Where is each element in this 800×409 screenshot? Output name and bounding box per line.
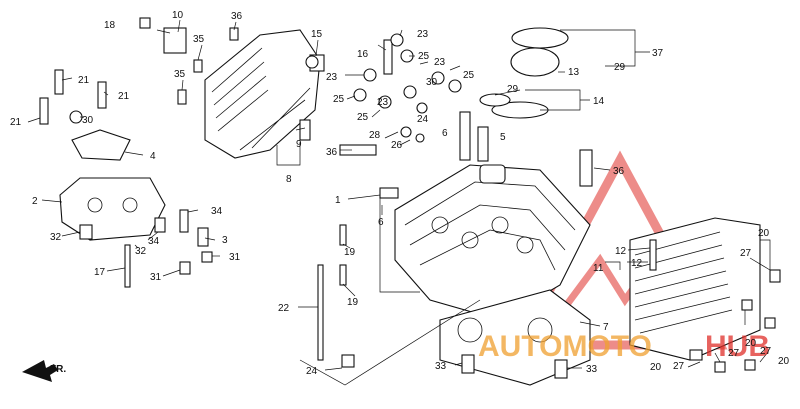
callout: 29 xyxy=(507,84,519,95)
callout: 23 xyxy=(434,57,446,68)
callout: 8 xyxy=(286,174,292,185)
callout: 20 xyxy=(745,338,757,349)
callout-labels: 18 10 36 35 35 15 23 16 25 23 23 30 25 2… xyxy=(10,10,790,377)
callout: 4 xyxy=(150,151,156,162)
callout: 27 xyxy=(740,248,752,259)
callout: 7 xyxy=(603,322,609,333)
callout: 29 xyxy=(614,62,626,73)
callout: 34 xyxy=(148,236,160,247)
callout: 1 xyxy=(335,195,341,206)
callout: 34 xyxy=(211,206,223,217)
callout: 23 xyxy=(377,97,389,108)
rocker-arm-holder xyxy=(59,177,166,241)
front-direction-arrow-icon: FR. xyxy=(22,360,66,382)
callout: 25 xyxy=(463,70,475,81)
callout: 20 xyxy=(758,228,770,239)
callout: 18 xyxy=(104,20,116,31)
callout: 2 xyxy=(32,196,38,207)
cover-gasket xyxy=(71,129,131,161)
callout: 31 xyxy=(150,272,162,283)
callout: 32 xyxy=(135,246,147,257)
callout: 23 xyxy=(326,72,338,83)
callout: 24 xyxy=(306,366,318,377)
callout: 37 xyxy=(652,48,664,59)
callout: 21 xyxy=(118,91,130,102)
callout: 25 xyxy=(357,112,369,123)
callout: 9 xyxy=(296,139,302,150)
callout: 21 xyxy=(10,117,22,128)
callout: 33 xyxy=(586,364,598,375)
callout: 20 xyxy=(778,356,790,367)
head-gasket xyxy=(439,289,591,386)
callout: 22 xyxy=(278,303,290,314)
callout: 36 xyxy=(326,147,338,158)
callout: 36 xyxy=(231,11,243,22)
direction-label: FR. xyxy=(50,364,66,375)
watermark-text-a: AUTOMOTO xyxy=(478,330,652,363)
callout: 15 xyxy=(311,29,323,40)
callout: 16 xyxy=(357,49,369,60)
callout: 27 xyxy=(760,346,772,357)
leader-lines xyxy=(27,19,771,386)
callout: 12 xyxy=(631,258,643,269)
callout: 35 xyxy=(174,69,186,80)
callout: 35 xyxy=(193,34,205,45)
callout: 6 xyxy=(378,217,384,228)
washers xyxy=(69,33,462,143)
callout: 31 xyxy=(229,252,241,263)
callout: 6 xyxy=(442,128,448,139)
cylinder-barrel xyxy=(629,217,761,361)
callout: 30 xyxy=(426,77,438,88)
callout: 33 xyxy=(435,361,447,372)
callout: 19 xyxy=(347,297,359,308)
callout: 21 xyxy=(78,75,90,86)
callout: 19 xyxy=(344,247,356,258)
intake-parts xyxy=(479,27,569,119)
bolts xyxy=(39,17,781,379)
callout: 30 xyxy=(82,115,94,126)
callout: 20 xyxy=(650,362,662,373)
callout: 12 xyxy=(615,246,627,257)
watermark-text: AUTOMOTO HUB xyxy=(478,330,770,363)
callout: 27 xyxy=(673,361,685,372)
rocker-cover xyxy=(204,29,321,159)
callout: 25 xyxy=(333,94,345,105)
callout: 27 xyxy=(728,348,740,359)
callout: 13 xyxy=(568,67,580,78)
callout: 17 xyxy=(94,267,106,278)
callout: 10 xyxy=(172,10,184,21)
callout: 26 xyxy=(391,140,403,151)
callout: 36 xyxy=(613,166,625,177)
callout: 3 xyxy=(222,235,228,246)
callout: 25 xyxy=(418,51,430,62)
callout: 14 xyxy=(593,96,605,107)
cylinder-head xyxy=(394,164,591,321)
callout: 23 xyxy=(417,29,429,40)
callout: 28 xyxy=(369,130,381,141)
callout: 24 xyxy=(417,114,429,125)
watermark-text-b: HUB xyxy=(705,330,770,363)
callout: 32 xyxy=(50,232,62,243)
callout: 5 xyxy=(500,132,506,143)
callout: 11 xyxy=(593,263,604,274)
